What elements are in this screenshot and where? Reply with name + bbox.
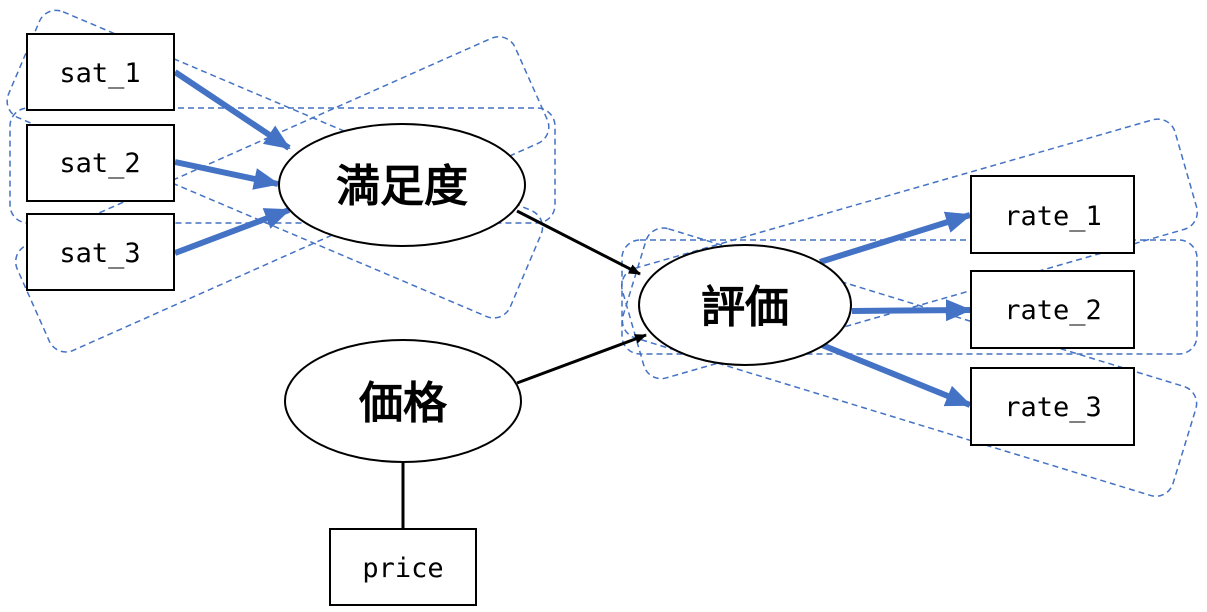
observed-box	[26, 213, 175, 291]
measurement-arrows	[173, 69, 972, 408]
node-rate-3: rate_3	[970, 367, 1135, 446]
node-sat-1-label: sat_1	[59, 58, 140, 89]
structural-paths	[401, 209, 647, 529]
arrow-sat2-to-satisfaction	[174, 159, 280, 190]
path-satisfaction-to-evaluation	[516, 209, 641, 276]
node-sat-1: sat_1	[26, 33, 175, 111]
observed-box	[970, 270, 1135, 349]
observed-box	[26, 124, 175, 202]
observed-box	[970, 367, 1135, 446]
arrow-evaluation-to-rate2	[851, 299, 972, 322]
path-price-to-evaluation	[516, 333, 647, 385]
node-evaluation: 評価	[638, 244, 852, 366]
arrow-evaluation-to-rate1	[819, 211, 972, 265]
node-satisfaction-label: 満足度	[336, 161, 468, 212]
node-rate-3-label: rate_3	[1004, 392, 1102, 423]
node-rate-2-label: rate_2	[1004, 295, 1102, 326]
latent-ellipse	[278, 123, 526, 247]
grouping-outline	[621, 239, 1198, 355]
node-rate-1: rate_1	[970, 175, 1135, 254]
node-sat-2: sat_2	[26, 124, 175, 202]
node-price-latent: 価格	[284, 339, 522, 463]
node-price-indicator-label: price	[362, 553, 443, 584]
node-sat-3: sat_3	[26, 213, 175, 291]
grouping-outline	[9, 107, 556, 224]
node-satisfaction: 満足度	[278, 123, 526, 247]
arrow-sat1-to-satisfaction	[173, 69, 291, 151]
grouping-outline	[621, 227, 1198, 497]
left-grouping-outlines	[6, 9, 556, 353]
grouping-outline	[14, 35, 550, 353]
latent-ellipse	[284, 339, 522, 463]
node-rate-1-label: rate_1	[1004, 201, 1102, 232]
node-price-indicator: price	[329, 528, 477, 606]
grouping-outline	[620, 118, 1199, 380]
right-grouping-outlines	[620, 118, 1199, 497]
observed-box	[329, 528, 477, 606]
arrow-sat3-to-satisfaction	[173, 207, 291, 256]
arrow-evaluation-to-rate3	[820, 342, 972, 408]
node-evaluation-label: 評価	[701, 282, 789, 333]
grouping-outline	[6, 9, 544, 319]
node-sat-2-label: sat_2	[59, 148, 140, 179]
node-rate-2: rate_2	[970, 270, 1135, 349]
observed-box	[970, 175, 1135, 254]
latent-ellipse	[638, 244, 852, 366]
node-sat-3-label: sat_3	[59, 238, 140, 269]
observed-box	[26, 33, 175, 111]
node-price-latent-label: 価格	[358, 378, 448, 429]
